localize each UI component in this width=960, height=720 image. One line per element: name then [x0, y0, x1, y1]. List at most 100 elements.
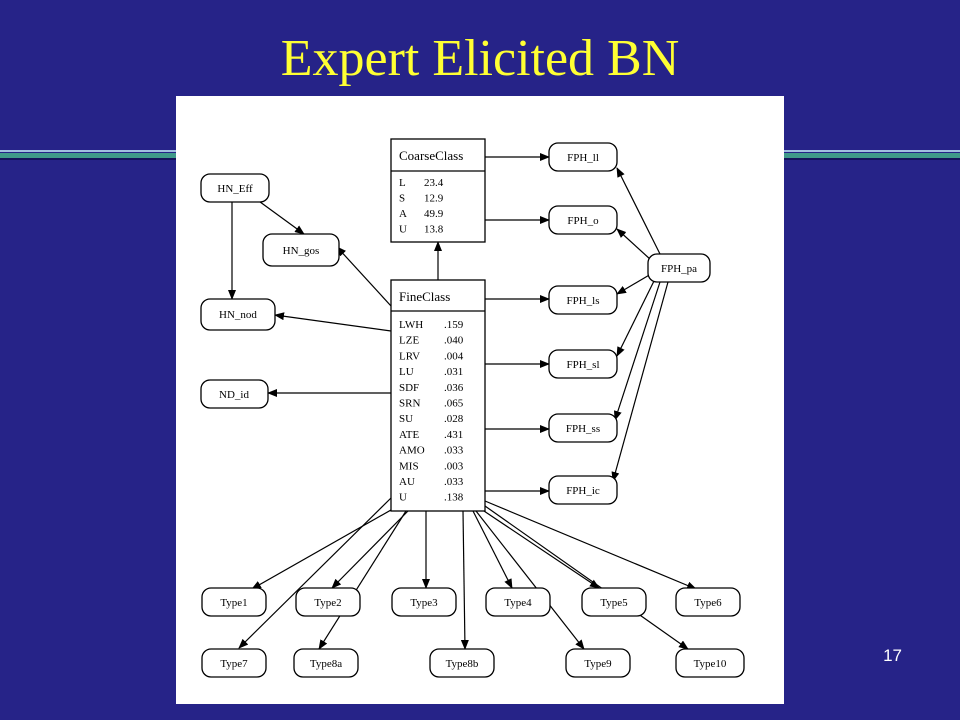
fine-class-row-label: SU	[399, 413, 413, 425]
node-type8b-label: Type8b	[446, 658, 479, 670]
edge-fphpa-fphls	[616, 273, 652, 295]
node-type10-box[interactable]	[675, 648, 745, 678]
node-type9-box[interactable]	[565, 648, 631, 678]
fine-class-row-label: AU	[399, 476, 415, 488]
node-type4-label: Type4	[504, 597, 532, 609]
fine-class-row-value: .040	[444, 335, 464, 347]
fine-class-row-label: LRV	[399, 350, 420, 362]
edge-fphpa-fphsl	[616, 280, 655, 357]
edge-fphpa-fpho	[616, 228, 652, 261]
rule-left-dark	[0, 158, 176, 160]
node-type2-label: Type2	[314, 597, 341, 609]
node-type7-box[interactable]	[201, 648, 267, 678]
node-fph-pa-box[interactable]	[647, 253, 711, 283]
node-nd-id-label: ND_id	[219, 389, 249, 401]
node-fph-ss-box[interactable]	[548, 413, 618, 443]
coarse-class-node[interactable]: CoarseClass L 23.4S 12.9A 49.9U 13.8	[390, 138, 486, 243]
node-type9-label: Type9	[584, 658, 612, 670]
coarse-class-row-value: 23.4	[424, 177, 444, 189]
rule-right-green	[784, 153, 960, 158]
fine-class-row-value: .431	[444, 429, 463, 441]
edge-fineclass-type9	[475, 510, 585, 650]
node-fph-ss-label: FPH_ss	[566, 423, 600, 435]
slide-title: Expert Elicited BN	[280, 30, 680, 87]
edge-fineclass-type6	[484, 500, 697, 590]
node-fph-ll-label: FPH_ll	[567, 152, 599, 164]
node-fph-ls-box[interactable]	[548, 285, 618, 315]
fine-class-row-label: SDF	[399, 382, 419, 394]
node-hn-nod-box[interactable]	[200, 298, 276, 331]
node-type4-box[interactable]	[485, 587, 551, 617]
coarse-class-row-label: S	[399, 193, 405, 205]
node-type7-label: Type7	[220, 658, 248, 670]
fine-class-row-value: .036	[444, 382, 464, 394]
coarse-class-row-value: 12.9	[424, 193, 444, 205]
node-fph-ic-label: FPH_ic	[566, 485, 600, 497]
node-type1-label: Type1	[220, 597, 247, 609]
fine-class-row-label: MIS	[399, 460, 419, 472]
edge-fphpa-fphic	[611, 281, 669, 482]
fine-class-row-value: .031	[444, 366, 463, 378]
rule-left-light	[0, 150, 176, 152]
coarse-class-row-value: 49.9	[424, 208, 444, 220]
node-hn-nod-label: HN_nod	[219, 309, 257, 321]
node-fph-sl-label: FPH_sl	[566, 359, 599, 371]
node-hn-eff-box[interactable]	[200, 173, 270, 203]
node-type8b-box[interactable]	[429, 648, 495, 678]
node-type6-box[interactable]	[675, 587, 741, 617]
node-type5-box[interactable]	[581, 587, 647, 617]
coarse-class-row-label: U	[399, 224, 407, 236]
node-fph-o-box[interactable]	[548, 205, 618, 235]
node-type10-label: Type10	[694, 658, 727, 670]
fine-class-row-label: SRN	[399, 398, 420, 410]
edge-fineclass-type5	[480, 508, 600, 589]
edge-fineclass-type7	[238, 497, 392, 649]
rule-left-green	[0, 153, 176, 158]
edge-fineclass-hnnod	[274, 312, 392, 332]
edge-hneff-hngos	[255, 198, 305, 235]
bayesian-network-diagram: CoarseClass L 23.4S 12.9A 49.9U 13.8 FineCla…	[176, 96, 784, 704]
edge-fineclass-type2	[331, 510, 409, 589]
node-type3-box[interactable]	[391, 587, 457, 617]
node-type2-box[interactable]	[295, 587, 361, 617]
edge-fineclass-type4	[472, 510, 513, 589]
edge-fineclass-type1	[251, 505, 399, 590]
node-fph-sl-box[interactable]	[548, 349, 618, 379]
fine-class-row-label: LWH	[399, 319, 423, 331]
coarse-class-row-value: 13.8	[424, 224, 444, 236]
fine-class-row-value: .033	[444, 476, 464, 488]
edge-fphpa-fphll	[616, 167, 661, 255]
fine-class-row-value: .065	[444, 398, 464, 410]
rule-right-dark	[784, 158, 960, 160]
rule-right-light	[784, 150, 960, 152]
node-fph-o-label: FPH_o	[567, 215, 599, 227]
page-number: 17	[883, 646, 902, 665]
node-type6-label: Type6	[694, 597, 722, 609]
node-fph-pa-label: FPH_pa	[661, 263, 697, 275]
coarse-class-row-label: A	[399, 208, 407, 220]
node-hn-gos-label: HN_gos	[283, 245, 320, 257]
node-hn-gos-box[interactable]	[262, 233, 340, 267]
edge-fineclass-type8a	[318, 510, 407, 650]
fine-class-row-value: .138	[444, 492, 464, 504]
fine-class-row-label: U	[399, 492, 407, 504]
edge-fineclass-hngos	[336, 246, 392, 307]
node-type8a-box[interactable]	[293, 648, 359, 678]
fine-class-row-value: .004	[444, 350, 464, 362]
coarse-class-title: CoarseClass	[399, 148, 463, 163]
node-fph-ll-box[interactable]	[548, 142, 618, 172]
edge-fineclass-type8b	[460, 510, 469, 650]
fine-class-row-label: LU	[399, 366, 414, 378]
node-fph-ic-box[interactable]	[548, 475, 618, 505]
fine-class-row-value: .159	[444, 319, 464, 331]
node-fph-ls-label: FPH_ls	[566, 295, 599, 307]
fine-class-row-label: LZE	[399, 335, 419, 347]
coarse-class-row-label: L	[399, 177, 406, 189]
node-nd-id-box[interactable]	[200, 379, 269, 409]
node-type1-box[interactable]	[201, 587, 267, 617]
edge-fphpa-fphss	[613, 281, 661, 421]
fine-class-row-label: ATE	[399, 429, 419, 441]
fine-class-title: FineClass	[399, 289, 450, 304]
node-type5-label: Type5	[600, 597, 628, 609]
